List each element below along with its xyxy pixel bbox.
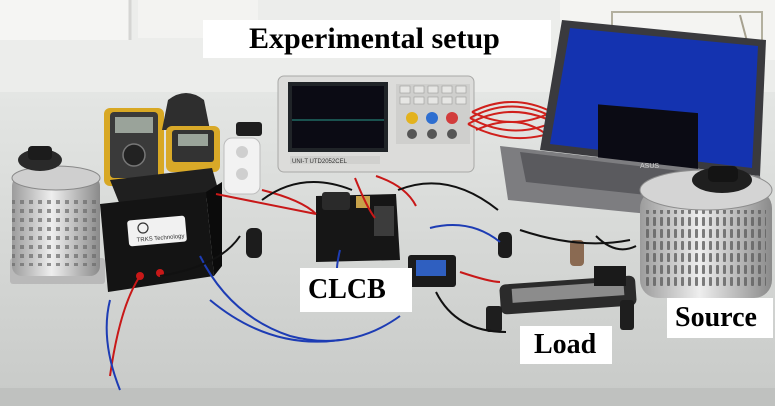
instrument-box: TRKS Technology [100, 168, 222, 292]
clamp-meter [162, 93, 220, 172]
laptop-brand: ASUS [640, 163, 659, 170]
left-variac [10, 146, 105, 284]
multimeter-yellow [104, 108, 164, 186]
solid-state-relay [408, 255, 456, 287]
title-label-experimental-setup: Experimental setup [203, 20, 551, 58]
instrument-box-brand: TRKS Technology [137, 234, 185, 244]
oscilloscope: UNI-T UTD2052CEL [277, 75, 475, 173]
oscilloscope-brand: UNI-T UTD2052CEL [292, 159, 348, 165]
label-load: Load [520, 326, 612, 364]
right-variac-source [639, 166, 773, 298]
load-resistor [486, 266, 637, 332]
capacitors [246, 228, 584, 266]
label-clcb: CLCB [300, 268, 412, 312]
clcb-device [316, 192, 400, 262]
power-strip [223, 122, 262, 195]
wires-black [159, 181, 637, 333]
label-source: Source [667, 298, 773, 338]
wires-red [109, 175, 501, 377]
